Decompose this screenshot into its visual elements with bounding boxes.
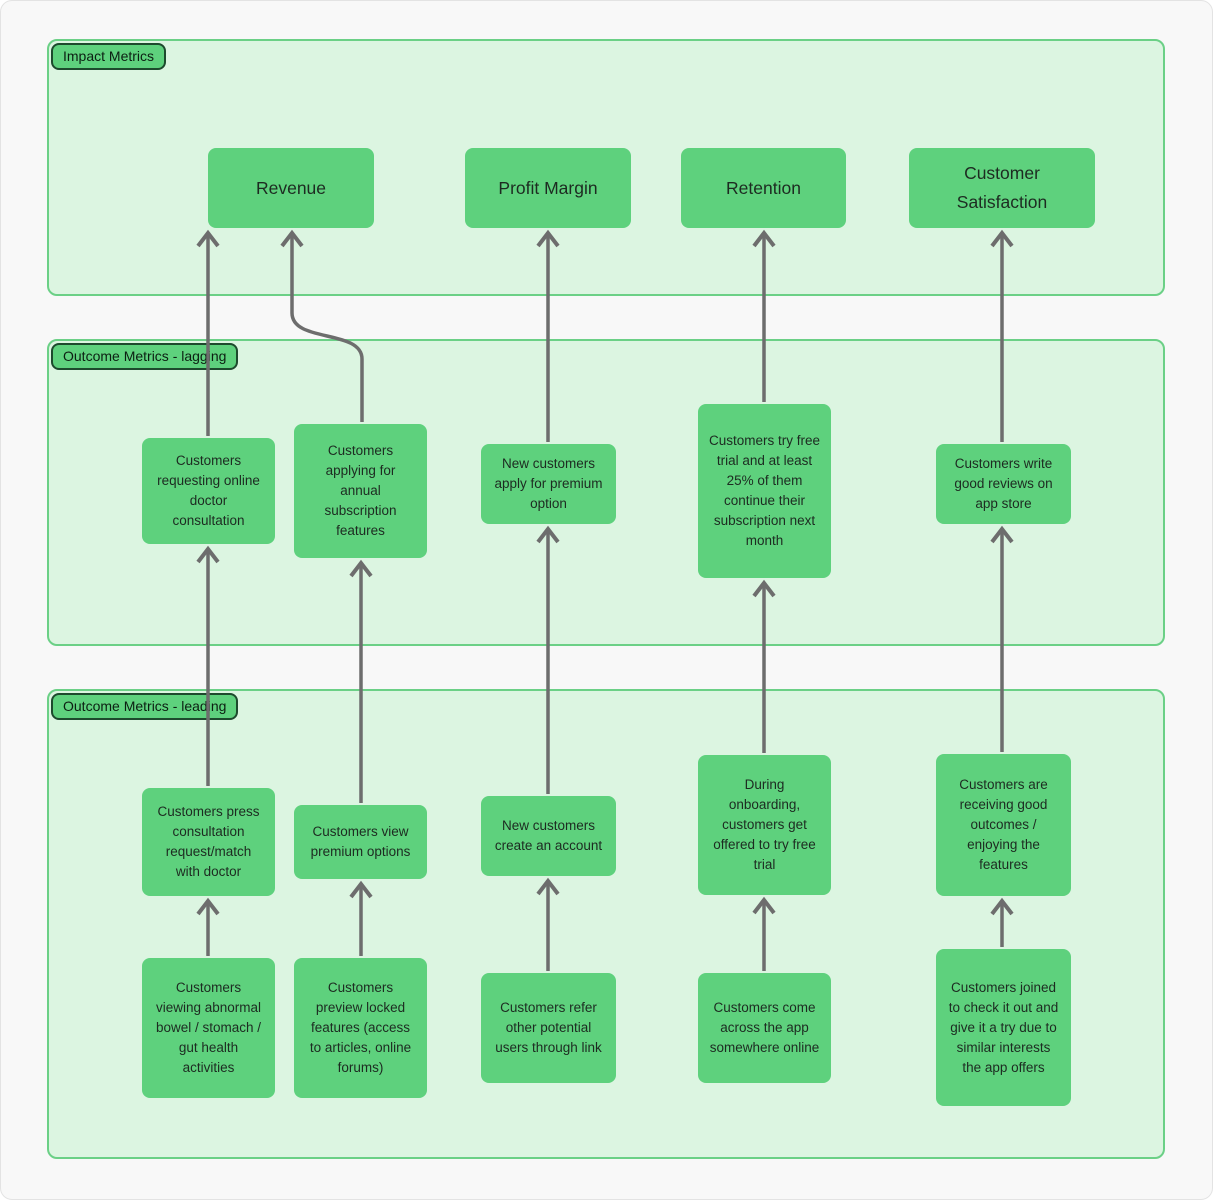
node-preview-locked[interactable]: Customers preview locked features (acces… [294, 958, 427, 1098]
node-retention[interactable]: Retention [681, 148, 846, 228]
section-label-outcome-lagging[interactable]: Outcome Metrics - lagging [51, 343, 239, 370]
node-come-across[interactable]: Customers come across the app somewhere … [698, 973, 831, 1083]
node-applying-annual[interactable]: Customers applying for annual subscripti… [294, 424, 427, 558]
node-requesting-consultation[interactable]: Customers requesting online doctor consu… [142, 438, 275, 544]
node-receiving-outcomes[interactable]: Customers are receiving good outcomes / … [936, 754, 1071, 896]
section-label-outcome-leading[interactable]: Outcome Metrics - leading [51, 693, 239, 720]
node-joined-check[interactable]: Customers joined to check it out and giv… [936, 949, 1071, 1106]
node-viewing-abnormal[interactable]: Customers viewing abnormal bowel / stoma… [142, 958, 275, 1098]
section-label-impact-metrics[interactable]: Impact Metrics [51, 43, 167, 70]
node-create-account[interactable]: New customers create an account [481, 796, 616, 876]
node-press-consultation[interactable]: Customers press consultation request/mat… [142, 788, 275, 896]
node-profit-margin[interactable]: Profit Margin [465, 148, 631, 228]
node-customer-satisfaction[interactable]: Customer Satisfaction [909, 148, 1095, 228]
node-onboarding-trial[interactable]: During onboarding, customers get offered… [698, 755, 831, 895]
node-write-reviews[interactable]: Customers write good reviews on app stor… [936, 444, 1071, 524]
node-refer-users[interactable]: Customers refer other potential users th… [481, 973, 616, 1083]
node-try-free-trial[interactable]: Customers try free trial and at least 25… [698, 404, 831, 578]
node-revenue[interactable]: Revenue [208, 148, 374, 228]
node-apply-premium[interactable]: New customers apply for premium option [481, 444, 616, 524]
node-view-premium[interactable]: Customers view premium options [294, 805, 427, 879]
